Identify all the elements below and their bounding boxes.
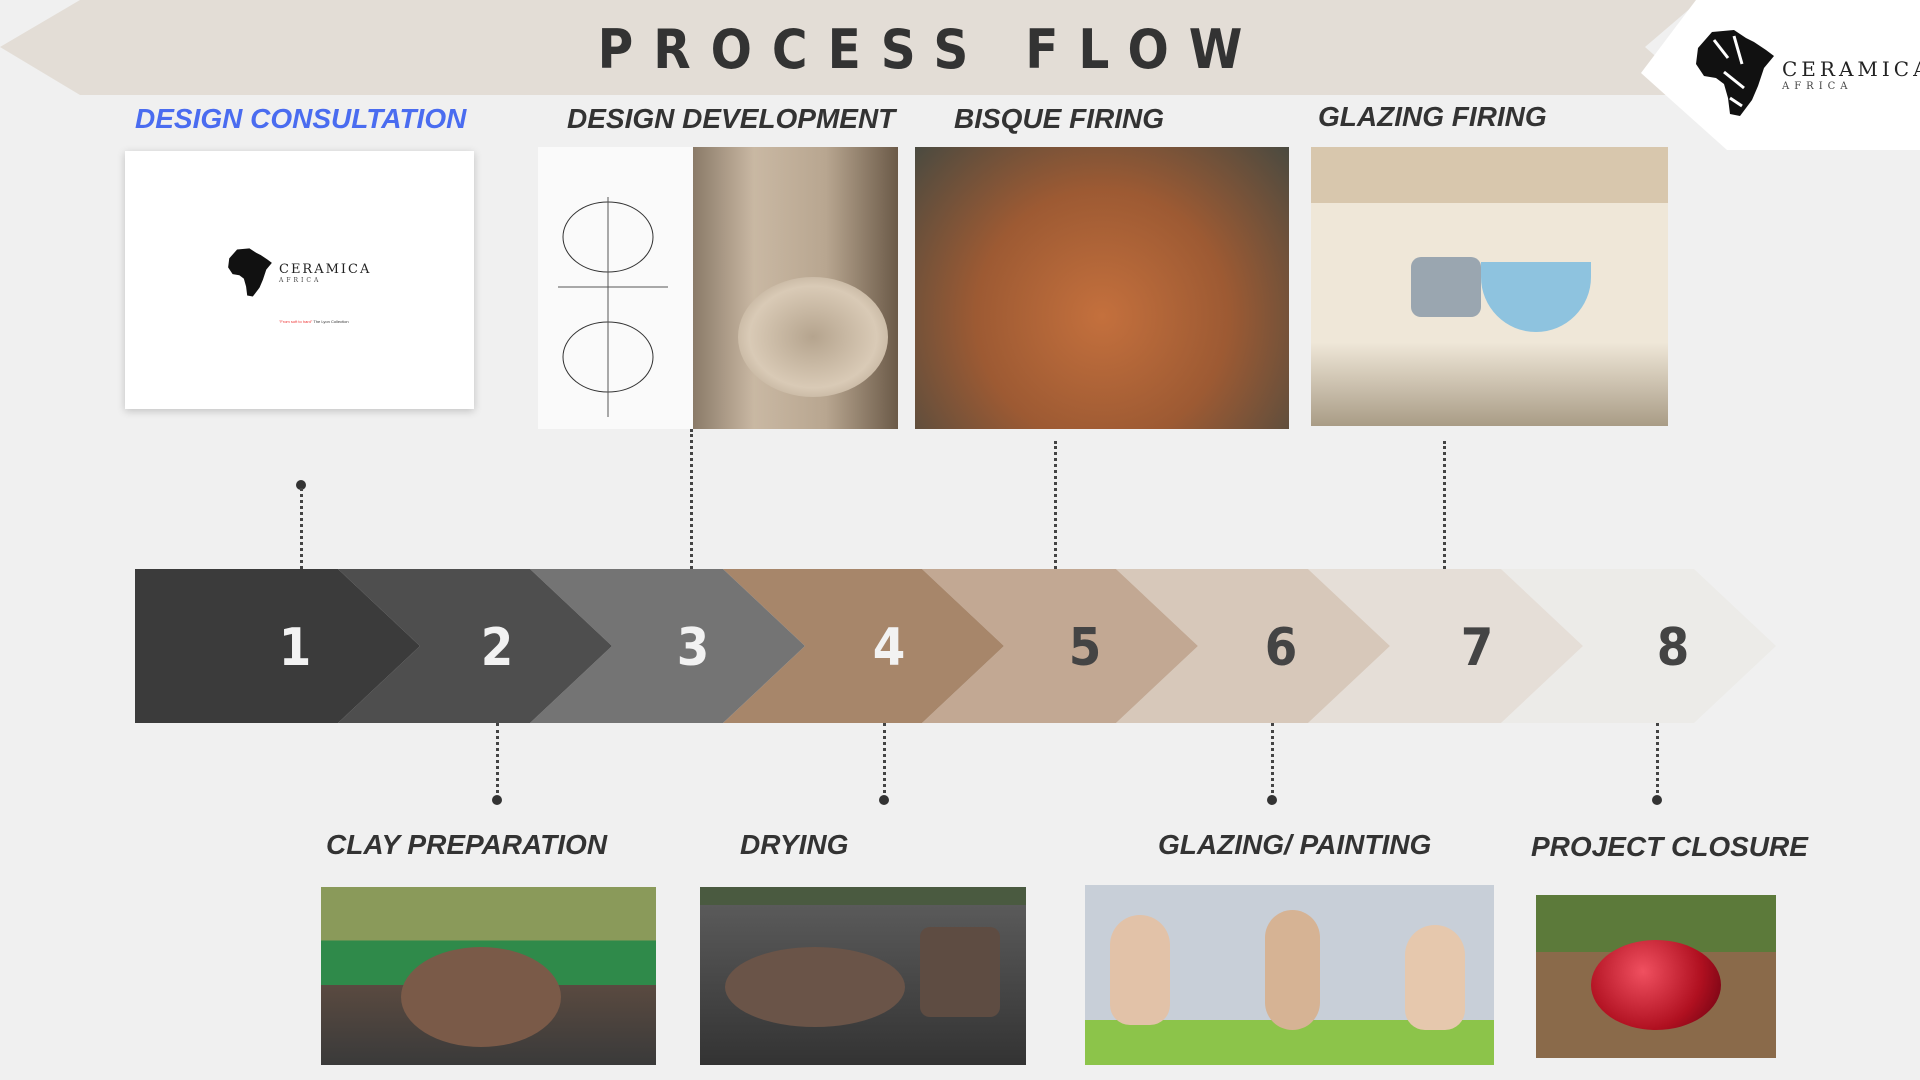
process-chevron-band	[135, 569, 1776, 723]
chevron-step-4	[723, 569, 1004, 723]
chevron-step-1	[135, 569, 420, 723]
africa-map-icon	[1696, 30, 1774, 116]
step-8-label: PROJECT CLOSURE	[1531, 831, 1808, 862]
connector-line-7	[1443, 441, 1446, 569]
step-4-number: 4	[872, 618, 906, 678]
connector-line-4	[883, 723, 886, 800]
chevron-step-8	[1501, 569, 1776, 723]
bisque-firing-image	[915, 147, 1289, 429]
design-development-image	[538, 147, 898, 429]
connector-line-2	[496, 723, 499, 800]
chevron-step-7	[1308, 569, 1583, 723]
connector-dot-8	[1652, 795, 1662, 805]
step-7-number: 7	[1460, 618, 1494, 678]
connector-line-1	[300, 488, 303, 569]
step-6-label: GLAZING/ PAINTING	[1158, 829, 1432, 860]
step-3-number: 3	[676, 618, 710, 678]
chevron-step-5	[922, 569, 1198, 723]
step-2-number: 2	[480, 618, 514, 678]
connector-line-6	[1271, 723, 1274, 800]
clay-preparation-image	[321, 887, 656, 1065]
chevron-step-2	[338, 569, 612, 723]
step-3-label: DESIGN DEVELOPMENT	[567, 103, 896, 134]
logo-tagline: AFRICA	[1782, 80, 1853, 92]
teapot-sketch	[558, 197, 668, 417]
connector-line-8	[1656, 723, 1659, 800]
step-2-label: CLAY PREPARATION	[326, 829, 608, 860]
connector-line-3	[690, 429, 693, 569]
step-5-number: 5	[1068, 618, 1102, 678]
chevron-step-3	[530, 569, 805, 723]
page-title: PROCESS FLOW	[597, 18, 1263, 81]
card-quote: "From soft to hard"	[279, 319, 313, 324]
logo-name: CERAMICA	[1782, 56, 1920, 81]
drying-image	[700, 887, 1026, 1065]
ceramica-logo: CERAMICA AFRICA	[1694, 28, 1920, 120]
connector-dot-6	[1267, 795, 1277, 805]
chevron-step-6	[1116, 569, 1390, 723]
connector-dot-4	[879, 795, 889, 805]
step-4-label: DRYING	[740, 829, 849, 860]
project-closure-image	[1536, 895, 1776, 1058]
connector-dot-2	[492, 795, 502, 805]
glazing-firing-image	[1311, 147, 1668, 426]
step-1-number: 1	[278, 618, 312, 678]
step-6-number: 6	[1264, 618, 1298, 678]
step-8-number: 8	[1656, 618, 1690, 678]
step-1-label: DESIGN CONSULTATION	[135, 103, 467, 134]
glazing-painting-image	[1085, 885, 1494, 1065]
card-collection: The Lyon Collection	[313, 319, 349, 324]
card-brand: CERAMICA	[279, 262, 372, 277]
connector-dot-1	[296, 480, 306, 490]
card-brand-sub: AFRICA	[279, 277, 322, 284]
step-7-label: GLAZING FIRING	[1318, 101, 1547, 132]
africa-map-icon	[228, 248, 272, 297]
connector-line-5	[1054, 441, 1057, 569]
step-5-label: BISQUE FIRING	[954, 103, 1165, 134]
